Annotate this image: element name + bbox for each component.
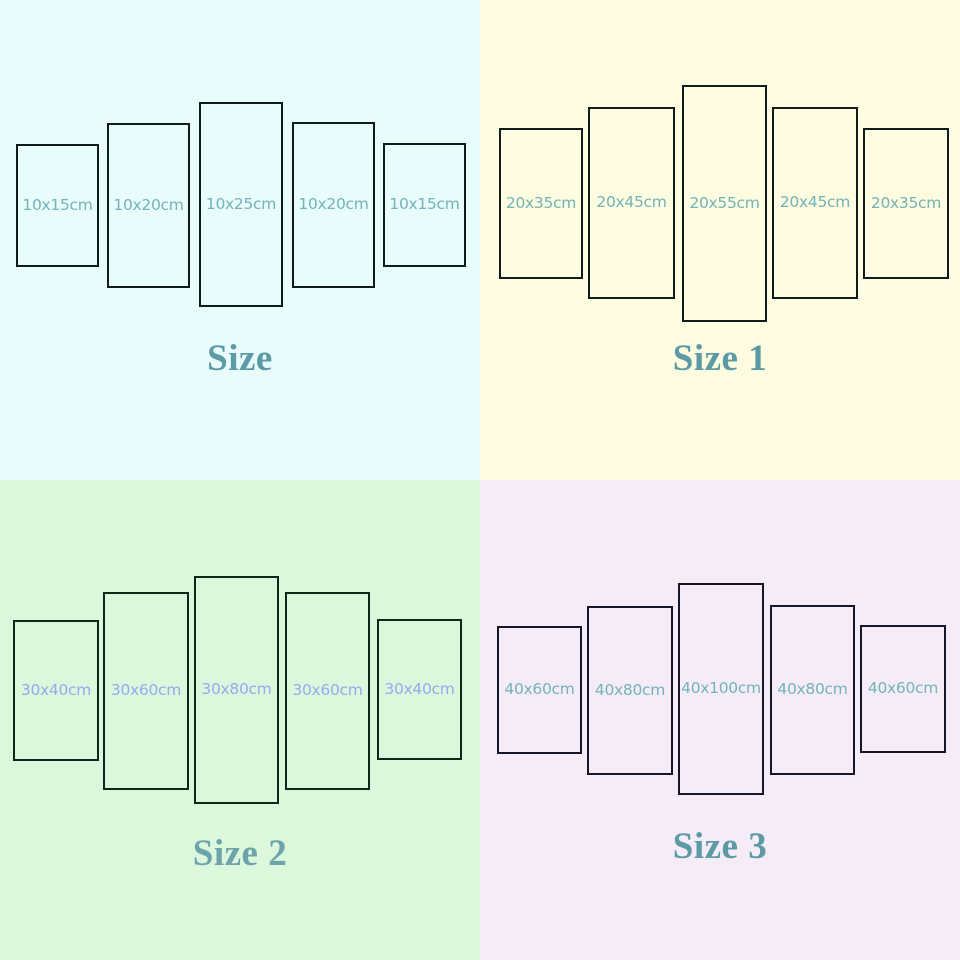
panel-4: 20x45cm [772,107,858,299]
panel-dimension-label: 20x55cm [689,193,760,212]
panel-dimension-label: 40x80cm [777,680,848,699]
panel-3: 20x55cm [682,85,767,322]
panel-dimension-label: 20x45cm [779,193,851,212]
panel-dimension-label: 40x60cm [504,680,575,699]
panel-1: 30x40cm [13,620,99,761]
panel-5: 30x40cm [377,619,462,760]
panel-dimension-label: 30x40cm [384,679,455,698]
panel-dimension-label: 20x45cm [596,193,667,212]
panel-4: 30x60cm [285,592,370,790]
size-option-title: Size 2 [192,833,288,874]
panel-1: 20x35cm [499,128,583,279]
panel-dimension-label: 10x20cm [298,195,369,214]
panel-2: 30x60cm [103,592,189,790]
panel-1: 10x15cm [16,144,99,267]
panel-dimension-label: 20x35cm [505,193,577,212]
panel-dimension-label: 40x80cm [594,680,666,699]
panel-1: 40x60cm [497,626,582,754]
panel-3: 40x100cm [678,583,764,795]
panel-dimension-label: 30x60cm [110,681,182,700]
panel-4: 40x80cm [770,605,855,775]
panel-2: 10x20cm [107,123,190,288]
panel-3: 10x25cm [199,102,283,307]
panel-5: 20x35cm [863,128,949,279]
panel-dimension-label: 40x60cm [867,679,939,698]
panel-dimension-label: 30x60cm [292,681,363,700]
panel-dimension-label: 10x20cm [113,195,184,214]
panel-dimension-label: 20x35cm [870,193,942,212]
panel-dimension-label: 30x40cm [20,680,92,699]
panel-2: 20x45cm [588,107,675,299]
panel-dimension-label: 10x15cm [389,195,460,214]
panel-dimension-label: 10x15cm [22,195,93,214]
panel-5: 40x60cm [860,625,946,753]
panel-2: 40x80cm [587,606,673,775]
panel-4: 10x20cm [292,122,375,288]
panel-5: 10x15cm [383,143,466,267]
panel-dimension-label: 10x25cm [205,194,277,213]
size-option-title: Size [207,338,273,379]
size-option-title: Size 3 [672,826,768,867]
panel-dimension-label: 30x80cm [201,680,272,699]
panel-dimension-label: 40x100cm [681,679,761,698]
panel-3: 30x80cm [194,576,279,804]
size-option-title: Size 1 [672,338,768,379]
